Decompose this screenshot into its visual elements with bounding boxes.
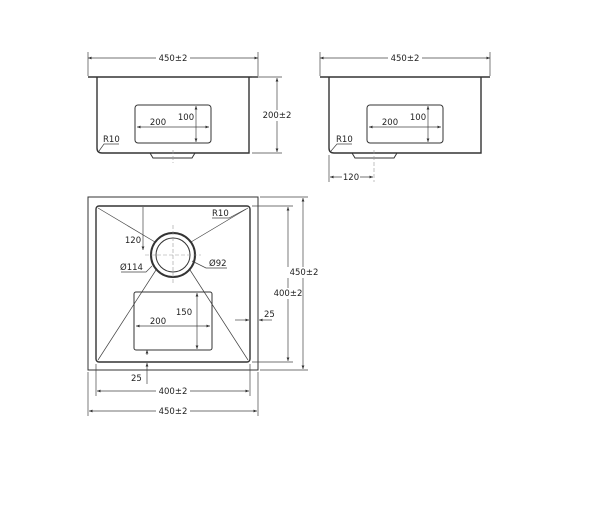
side-radius-label: R10 <box>336 135 353 145</box>
front-bowl-outline <box>88 76 258 154</box>
front-drain <box>149 152 196 159</box>
top-outer-rim <box>87 196 259 371</box>
top-label-area <box>133 291 213 351</box>
side-label-height: 100 <box>410 113 426 123</box>
top-inner-width-label: 400±2 <box>159 387 188 397</box>
drain-outer-dia-label: Ø114 <box>120 262 143 273</box>
side-width-label: 450±2 <box>391 54 420 64</box>
top-label-width: 200 <box>150 317 166 327</box>
side-drain <box>351 152 398 159</box>
top-inner-bowl <box>95 205 251 363</box>
front-view: 450±2 200 100 200±2 R10 <box>87 52 292 163</box>
top-outer-depth-label: 450±2 <box>290 268 319 278</box>
top-label-height: 150 <box>176 308 192 318</box>
top-view: 200 150 120 Ø114 Ø92 R10 25 25 400±2 450… <box>87 196 321 417</box>
top-inner-depth-label: 400±2 <box>274 289 303 299</box>
side-drain-offset-label: 120 <box>343 173 359 183</box>
front-radius-label: R10 <box>103 135 120 145</box>
top-label-side-margin: 25 <box>264 310 275 320</box>
drain-inner-dia-label: Ø92 <box>209 258 227 269</box>
front-label-height: 100 <box>178 113 194 123</box>
side-label-width: 200 <box>382 118 398 128</box>
front-height-label: 200±2 <box>263 111 292 121</box>
front-label-area <box>134 104 212 144</box>
front-label-width: 200 <box>150 118 166 128</box>
top-outer-width-label: 450±2 <box>159 407 188 417</box>
side-view: 450±2 120 200 100 R10 <box>319 52 491 183</box>
top-radius-label: R10 <box>212 209 229 219</box>
top-label-bottom-margin: 25 <box>131 374 142 384</box>
front-width-label: 450±2 <box>159 54 188 64</box>
top-drain-offset-label: 120 <box>125 236 141 246</box>
